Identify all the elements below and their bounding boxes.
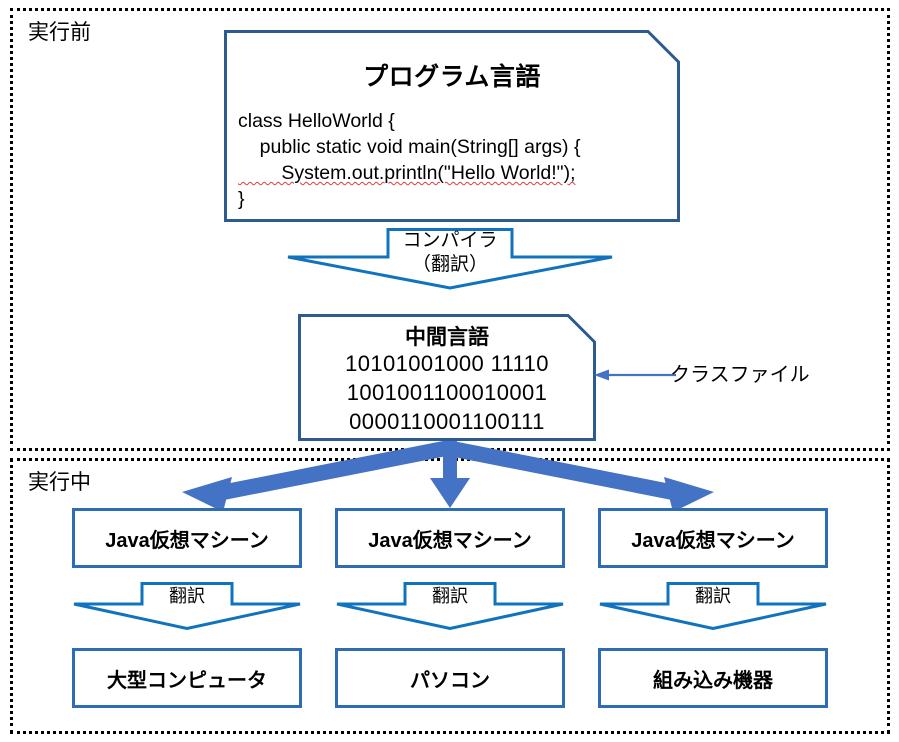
translate-arrow-2: 翻訳 — [335, 582, 565, 630]
translate-arrow-2-label: 翻訳 — [432, 586, 468, 606]
program-box-outline — [224, 30, 680, 222]
intermediate-language-title: 中間言語 — [405, 326, 489, 349]
class-file-arrow-icon — [594, 369, 676, 381]
code-line-2: public static void main(String[] args) { — [238, 136, 581, 158]
device-box-3-label: 組み込み機器 — [653, 669, 773, 692]
code-line-4: } — [238, 188, 245, 210]
translate-arrow-3-label: 翻訳 — [695, 586, 731, 606]
vm-box-2-label: Java仮想マシーン — [368, 529, 532, 552]
program-language-box: プログラム言語 class HelloWorld { public static… — [224, 30, 680, 222]
device-box-2[interactable]: パソコン — [335, 648, 565, 708]
code-line-1: class HelloWorld { — [238, 110, 395, 132]
class-file-label: クラスファイル — [670, 364, 810, 386]
intermediate-bits-block: 10101001000 11110 1001001100010001 00001… — [298, 349, 596, 436]
program-box-content: プログラム言語 class HelloWorld { public static… — [224, 30, 680, 222]
translate-arrow-3-shape — [598, 582, 828, 630]
intermediate-language-box: 中間言語 10101001000 11110 1001001100010001 … — [298, 314, 596, 441]
program-code-block: class HelloWorld { public static void ma… — [238, 108, 580, 212]
compiler-arrow: コンパイラ （翻訳） — [286, 228, 614, 290]
bits-line-1: 10101001000 11110 — [345, 351, 549, 376]
bits-line-3: 0000110001100111 — [349, 409, 545, 434]
vm-box-2[interactable]: Java仮想マシーン — [335, 508, 565, 568]
translate-arrow-1-label: 翻訳 — [169, 586, 205, 606]
section-during-execution-label: 実行中 — [28, 471, 91, 494]
device-box-2-label: パソコン — [410, 669, 490, 692]
translate-arrow-1-shape — [72, 582, 302, 630]
section-before-execution-label: 実行前 — [28, 21, 91, 44]
compiler-arrow-label: コンパイラ （翻訳） — [402, 230, 498, 275]
program-language-title: プログラム言語 — [363, 63, 541, 91]
bits-line-2: 1001001100010001 — [346, 380, 548, 405]
vm-box-3-label: Java仮想マシーン — [631, 529, 795, 552]
vm-box-1-label: Java仮想マシーン — [105, 529, 269, 552]
device-box-3[interactable]: 組み込み機器 — [598, 648, 828, 708]
vm-box-3[interactable]: Java仮想マシーン — [598, 508, 828, 568]
translate-arrow-3: 翻訳 — [598, 582, 828, 630]
intermediate-box-content: 中間言語 10101001000 11110 1001001100010001 … — [298, 314, 596, 441]
translate-arrow-1: 翻訳 — [72, 582, 302, 630]
code-line-3: System.out.println("Hello World!"); — [238, 162, 576, 184]
class-file-callout: クラスファイル — [592, 360, 882, 390]
vm-box-1[interactable]: Java仮想マシーン — [72, 508, 302, 568]
device-box-1[interactable]: 大型コンピュータ — [72, 648, 302, 708]
translate-arrow-2-shape — [335, 582, 565, 630]
intermediate-box-outline — [298, 314, 596, 441]
device-box-1-label: 大型コンピュータ — [107, 669, 267, 692]
compiler-arrow-shape — [286, 228, 614, 290]
